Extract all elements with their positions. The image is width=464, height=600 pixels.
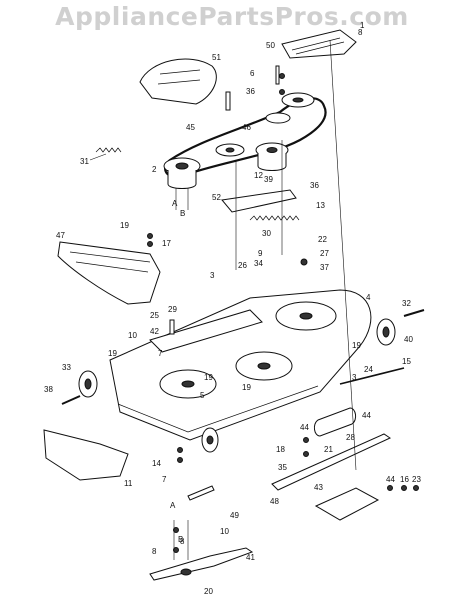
callout-8c: 8	[180, 537, 185, 546]
callout-8: 8	[358, 28, 363, 37]
idler-arm	[221, 189, 297, 213]
callout-26: 26	[238, 261, 247, 270]
callout-14: 14	[152, 459, 161, 468]
callout-18: 18	[276, 445, 285, 454]
callout-20: 20	[204, 587, 213, 596]
callout-15: 15	[402, 357, 411, 366]
callout-36b: 36	[310, 181, 319, 190]
callout-9: 9	[258, 249, 263, 258]
callout-19: 19	[120, 221, 129, 230]
callout-27: 27	[320, 249, 329, 258]
leader-lines	[89, 39, 357, 560]
callout-16: 16	[400, 475, 409, 484]
callout-22: 22	[318, 235, 327, 244]
callout-24: 24	[364, 365, 373, 374]
belt-shield-right	[281, 29, 357, 59]
mower-blade	[149, 547, 254, 581]
callout-47: 47	[56, 231, 65, 240]
callout-19c: 19	[352, 341, 361, 350]
callout-39: 39	[264, 175, 273, 184]
callout-A2: A	[170, 501, 176, 510]
callout-12: 12	[254, 171, 263, 180]
callout-30: 30	[262, 229, 271, 238]
callout-B2: B	[178, 535, 183, 544]
gauge-wheel-front	[201, 427, 219, 453]
callout-46: 46	[242, 123, 251, 132]
callout-19d: 19	[204, 373, 213, 382]
callout-50: 50	[266, 41, 275, 50]
pulley-left	[163, 157, 201, 189]
callout-49: 49	[230, 511, 239, 520]
callout-38: 38	[44, 385, 53, 394]
mower-deck	[109, 289, 372, 441]
spring-left	[95, 147, 122, 153]
callout-35: 35	[278, 463, 287, 472]
callout-17: 17	[162, 239, 171, 248]
callout-21: 21	[324, 445, 333, 454]
callout-5: 5	[200, 391, 205, 400]
callout-3b: 3	[352, 373, 357, 382]
callout-37: 37	[320, 263, 329, 272]
callout-42: 42	[150, 327, 159, 336]
stabilizer-bracket	[314, 487, 380, 521]
callout-28: 28	[346, 433, 355, 442]
deck-roller	[313, 407, 357, 437]
watermark: AppliancePartsPros.com	[55, 2, 409, 31]
callout-B: B	[180, 209, 185, 218]
pulley-center	[215, 143, 245, 157]
callout-10b: 10	[220, 527, 229, 536]
callout-41: 41	[246, 553, 255, 562]
callout-19e: 19	[242, 383, 251, 392]
callout-7: 7	[158, 349, 163, 358]
callout-51: 51	[212, 53, 221, 62]
callout-6: 6	[250, 69, 255, 78]
callout-31: 31	[80, 157, 89, 166]
callout-32: 32	[402, 299, 411, 308]
blade-adapter	[187, 485, 215, 501]
discharge-chute	[57, 241, 161, 305]
callout-29: 29	[168, 305, 177, 314]
gauge-wheel-left	[78, 370, 98, 398]
callout-8b: 8	[152, 547, 157, 556]
callout-19b: 19	[108, 349, 117, 358]
callout-10: 10	[128, 331, 137, 340]
callout-2: 2	[152, 165, 157, 174]
front-baffle	[43, 429, 129, 481]
callout-43: 43	[314, 483, 323, 492]
callout-44b: 44	[300, 423, 309, 432]
callout-23: 23	[412, 475, 421, 484]
gauge-wheel-right	[376, 318, 396, 346]
callout-3: 3	[210, 271, 215, 280]
fasteners	[61, 65, 425, 553]
callout-52: 52	[212, 193, 221, 202]
pulley-right	[255, 142, 289, 171]
spring-idler	[249, 215, 300, 221]
callout-45: 45	[186, 123, 195, 132]
callout-7b: 7	[162, 475, 167, 484]
callout-25: 25	[150, 311, 159, 320]
callout-A: A	[172, 199, 178, 208]
callout-13: 13	[316, 201, 325, 210]
callout-48: 48	[270, 497, 279, 506]
hanger-rod	[271, 433, 392, 491]
callout-44c: 44	[386, 475, 395, 484]
callout-labels: 1 50 8 51 6 36 45 46 31 2 12 39 36 A B 5…	[44, 21, 421, 596]
callout-36: 36	[246, 87, 255, 96]
callout-33: 33	[62, 363, 71, 372]
belt-cover	[139, 58, 217, 105]
callout-34: 34	[254, 259, 263, 268]
callout-4: 4	[366, 293, 371, 302]
idler-pulleys-top	[265, 92, 315, 124]
callout-1: 1	[360, 21, 365, 30]
callout-11: 11	[124, 479, 133, 488]
callout-44: 44	[362, 411, 371, 420]
callout-40: 40	[404, 335, 413, 344]
